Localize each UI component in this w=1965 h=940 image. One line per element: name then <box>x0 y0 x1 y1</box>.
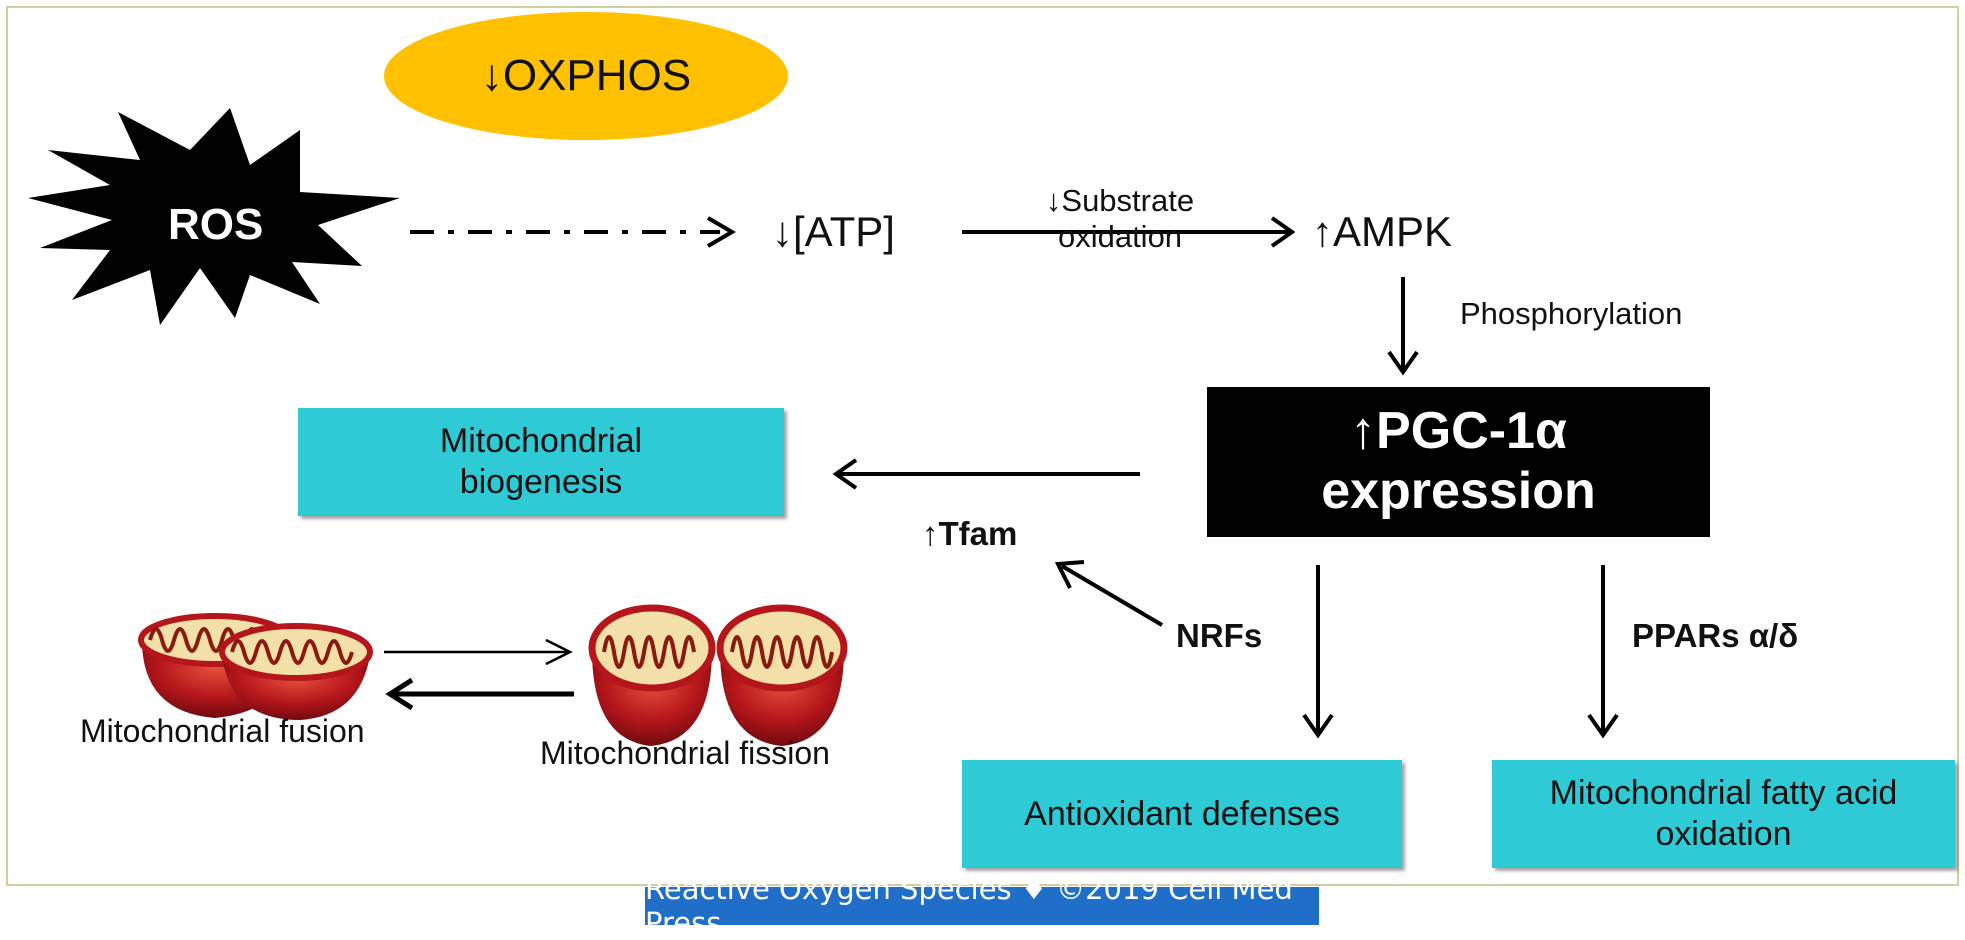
footer-credit: Reactive Oxygen Species ♦ ©2019 Cell Med… <box>645 872 1319 940</box>
oxphos-label: ↓OXPHOS <box>480 51 692 100</box>
ros-label: ROS <box>168 200 264 249</box>
pgc1a-box: ↑PGC-1α expression <box>1207 387 1710 537</box>
nrfs-to-tfam-arrow <box>1060 564 1164 627</box>
ampk-to-pgc-arrowhead <box>1387 350 1419 376</box>
substrate-oxidation-label: ↓Substrate oxidation <box>1000 183 1240 254</box>
fusion-to-fission-arrowhead <box>545 638 573 666</box>
pgc-to-biogenesis-arrowhead <box>832 458 858 490</box>
fission-to-fusion-arrowhead <box>385 677 414 711</box>
nrfs-label: NRFs <box>1176 617 1263 654</box>
mitochondrion-icon <box>716 604 848 746</box>
antioxidant-label: Antioxidant defenses <box>1024 794 1340 833</box>
ppars-label: PPARs α/δ <box>1632 617 1799 654</box>
biogenesis-line2: biogenesis <box>459 463 623 501</box>
fusion-label: Mitochondrial fusion <box>80 713 365 749</box>
footer-text: Reactive Oxygen Species ♦ ©2019 Cell Med… <box>645 872 1293 940</box>
ampk-label: ↑AMPK <box>1312 208 1453 255</box>
diagram-frame <box>6 6 1959 886</box>
pgc-to-fatty-acid-arrowhead <box>1587 713 1619 739</box>
ros-to-atp-arrowhead <box>706 216 736 248</box>
substrate-line2: oxidation <box>1057 218 1183 254</box>
antioxidant-box: Antioxidant defenses <box>962 760 1402 868</box>
fatty-acid-box: Mitochondrial fatty acid oxidation <box>1492 760 1955 868</box>
pgc-to-antioxidant-arrowhead <box>1302 713 1334 739</box>
phosphorylation-label: Phosphorylation <box>1460 296 1683 331</box>
fatty-line2: oxidation <box>1655 815 1792 853</box>
ros-starburst-icon <box>28 108 400 325</box>
nrfs-to-tfam-arrowhead <box>1054 560 1085 589</box>
oxphos-ellipse: ↓OXPHOS <box>384 12 788 140</box>
atp-to-ampk-arrowhead <box>1270 216 1296 248</box>
biogenesis-line1: Mitochondrial <box>439 422 643 461</box>
fatty-line1: Mitochondrial fatty acid <box>1549 774 1898 813</box>
tfam-label: ↑Tfam <box>922 515 1018 552</box>
pgc-line1: ↑PGC-1α <box>1350 402 1567 461</box>
biogenesis-box: Mitochondrial biogenesis <box>298 408 784 516</box>
mitochondrion-icon <box>219 623 373 720</box>
fission-label: Mitochondrial fission <box>540 735 830 771</box>
mitochondrion-icon <box>588 604 716 746</box>
atp-label: ↓[ATP] <box>772 208 895 255</box>
pgc-line2: expression <box>1321 462 1596 520</box>
substrate-line1: ↓Substrate <box>1045 183 1195 218</box>
